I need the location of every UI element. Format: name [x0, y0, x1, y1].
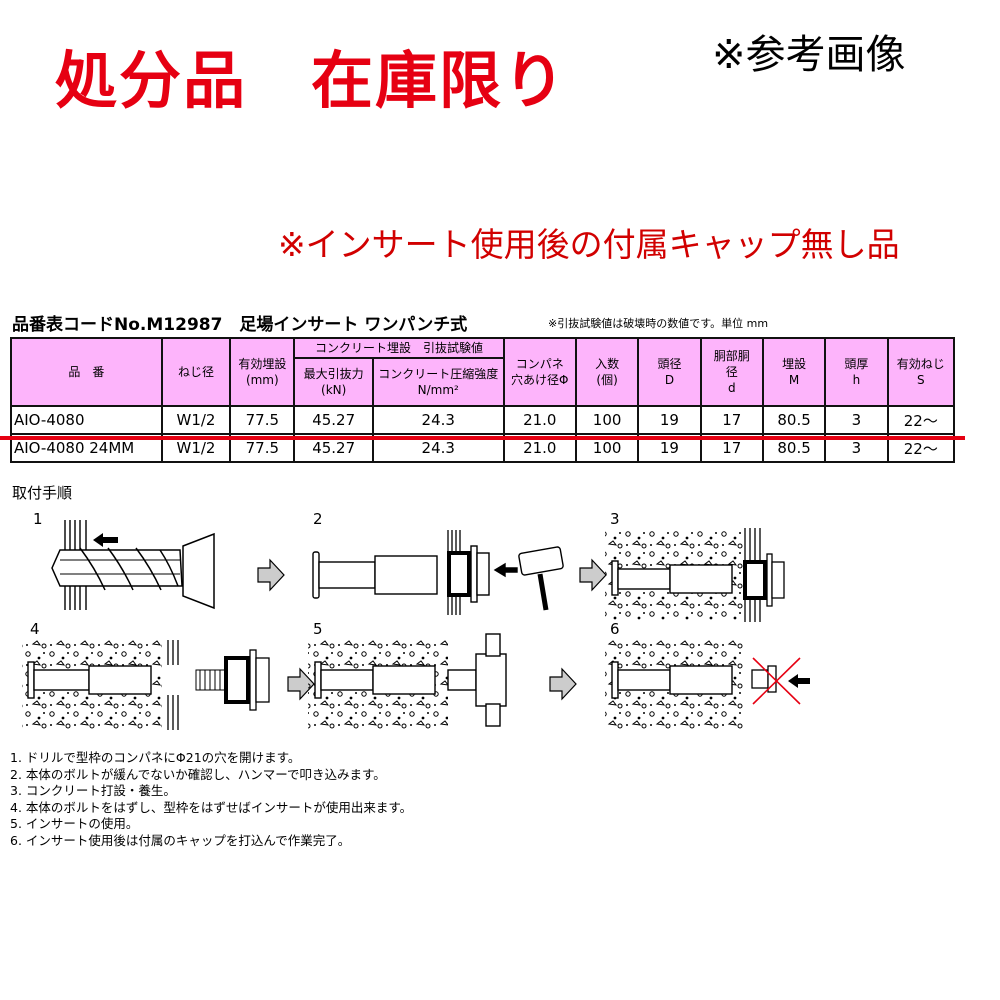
step-3: 3. コンクリート打設・養生。 — [10, 783, 176, 798]
cell-bury: 80.5 — [761, 405, 827, 435]
cell-thread-len: 22〜 — [886, 405, 956, 435]
drill-illustration — [51, 520, 215, 610]
next-arrow-2 — [579, 558, 607, 592]
procedure-illustrations — [22, 520, 810, 730]
header-row-1: 品 番 ねじ径 有効埋設(mm) コンクリート埋設 引抜試験値 コンパネ穴あけ径… — [10, 337, 956, 407]
next-arrow-4 — [549, 667, 577, 701]
step-6: 6. インサート使用後は付属のキャップを打込んで作業完了。 — [10, 832, 351, 848]
clearance-banner: 処分品 在庫限り — [55, 44, 568, 117]
next-arrow-1 — [257, 558, 285, 592]
cell-head-h: 3 — [824, 405, 889, 435]
col-hole: コンパネ穴あけ径Φ — [502, 337, 577, 407]
col-qty: 入数(個) — [574, 337, 640, 407]
cell-qty: 100 — [574, 405, 640, 435]
cell-hole: 21.0 — [502, 405, 577, 435]
strikethrough-line — [0, 436, 965, 440]
col-max-pull: 最大引抜力(kN) — [293, 357, 374, 407]
table-row: AIO-4080 W1/2 77.5 45.27 24.3 21.0 100 1… — [10, 405, 956, 435]
spec-table: 品 番 ねじ径 有効埋設(mm) コンクリート埋設 引抜試験値 コンパネ穴あけ径… — [10, 337, 956, 463]
no-cap-note: ※インサート使用後の付属キャップ無し品 — [278, 225, 900, 264]
cell-body-d: 17 — [699, 405, 764, 435]
col-pull-group: コンクリート埋設 引抜試験値 — [293, 337, 505, 359]
figure-label-3: 3 — [610, 510, 620, 528]
step-1: 1. ドリルで型枠のコンパネにΦ21の穴を開けます。 — [10, 750, 301, 765]
step-2: 2. 本体のボルトが緩んでないか確認し、ハンマーで叩き込みます。 — [10, 766, 386, 782]
col-part-no: 品 番 — [10, 337, 163, 407]
col-thread: ねじ径 — [160, 337, 232, 407]
embedded-concrete-illustration — [605, 528, 785, 622]
next-arrow-3 — [287, 667, 315, 701]
cell-thread: W1/2 — [160, 405, 232, 435]
figure-label-4: 4 — [30, 620, 40, 638]
col-embed: 有効埋設(mm) — [229, 337, 296, 407]
reference-image-label: ※参考画像 — [712, 32, 906, 78]
procedure-steps: 1. ドリルで型枠のコンパネにΦ21の穴を開けます。 2. 本体のボルトが緩んで… — [10, 750, 412, 849]
insert-hammer-illustration — [312, 530, 564, 615]
figure-label-1: 1 — [33, 510, 43, 528]
table-note: ※引抜試験値は破壊時の数値です。単位 mm — [548, 317, 769, 330]
procedure-title: 取付手順 — [12, 484, 73, 502]
cap-crossed-illustration — [605, 640, 810, 730]
cell-embed: 77.5 — [229, 405, 296, 435]
cell-max-pull: 45.27 — [293, 405, 374, 435]
figure-label-5: 5 — [313, 620, 323, 638]
cell-head-d: 19 — [637, 405, 702, 435]
step-5: 5. インサートの使用。 — [10, 816, 139, 831]
bolt-removed-illustration — [22, 640, 270, 730]
table-title: 品番表コードNo.M12987 足場インサート ワンパンチ式 — [12, 315, 468, 335]
cell-strength: 24.3 — [371, 405, 505, 435]
cell-part-no: AIO-4080 — [10, 405, 163, 435]
figure-label-2: 2 — [313, 510, 323, 528]
insert-use-illustration — [308, 633, 507, 730]
figure-label-6: 6 — [610, 620, 620, 638]
step-4: 4. 本体のボルトをはずし、型枠をはずせばインサートが使用出来ます。 — [10, 799, 413, 815]
